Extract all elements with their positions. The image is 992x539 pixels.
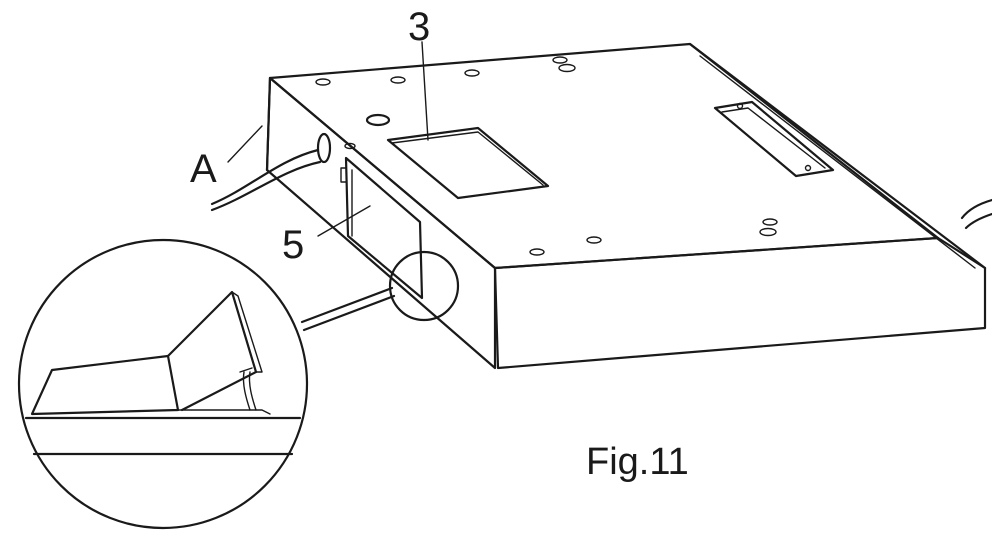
- hole: [530, 249, 544, 255]
- hole: [465, 70, 479, 76]
- magnified-circle: [19, 240, 307, 528]
- hole: [316, 79, 330, 85]
- flat-panel: [32, 356, 178, 414]
- hole: [391, 77, 405, 83]
- cable-upper: [212, 150, 318, 204]
- hole: [559, 65, 575, 72]
- side-panel-5: [341, 158, 422, 298]
- leader-a: [228, 126, 262, 162]
- hood-front-face: [495, 238, 985, 368]
- power-cable: [212, 134, 330, 210]
- hood-right-edge: [690, 44, 985, 268]
- cover-plate-inner: [392, 132, 543, 185]
- label-part-3: 3: [408, 5, 430, 49]
- right-cable: [962, 200, 992, 228]
- detail-connector-line: [302, 288, 392, 322]
- cover-plate-3: [388, 128, 548, 198]
- cable-grommet: [318, 134, 330, 162]
- right-cable-line2: [966, 214, 992, 228]
- label-part-5: 5: [282, 223, 304, 267]
- hole: [367, 115, 389, 125]
- figure-caption: Fig.11: [586, 441, 689, 483]
- base-line: [178, 410, 270, 414]
- hole: [760, 229, 776, 236]
- hole: [763, 219, 777, 225]
- label-part-a: A: [190, 147, 217, 191]
- side-panel-outline: [346, 158, 422, 298]
- hole: [553, 57, 567, 63]
- mounting-holes: [316, 57, 777, 255]
- leader-3: [422, 42, 428, 140]
- hood-right-inner-edge: [700, 56, 975, 268]
- magnified-detail: [19, 240, 307, 528]
- hood-left-edge: [267, 78, 270, 170]
- hood-body: [267, 44, 985, 368]
- clip-line2: [249, 372, 256, 410]
- hole: [587, 237, 601, 243]
- slot-screw: [806, 166, 811, 171]
- cover-plate-outline: [388, 128, 548, 198]
- detail-connector-line2: [304, 296, 394, 330]
